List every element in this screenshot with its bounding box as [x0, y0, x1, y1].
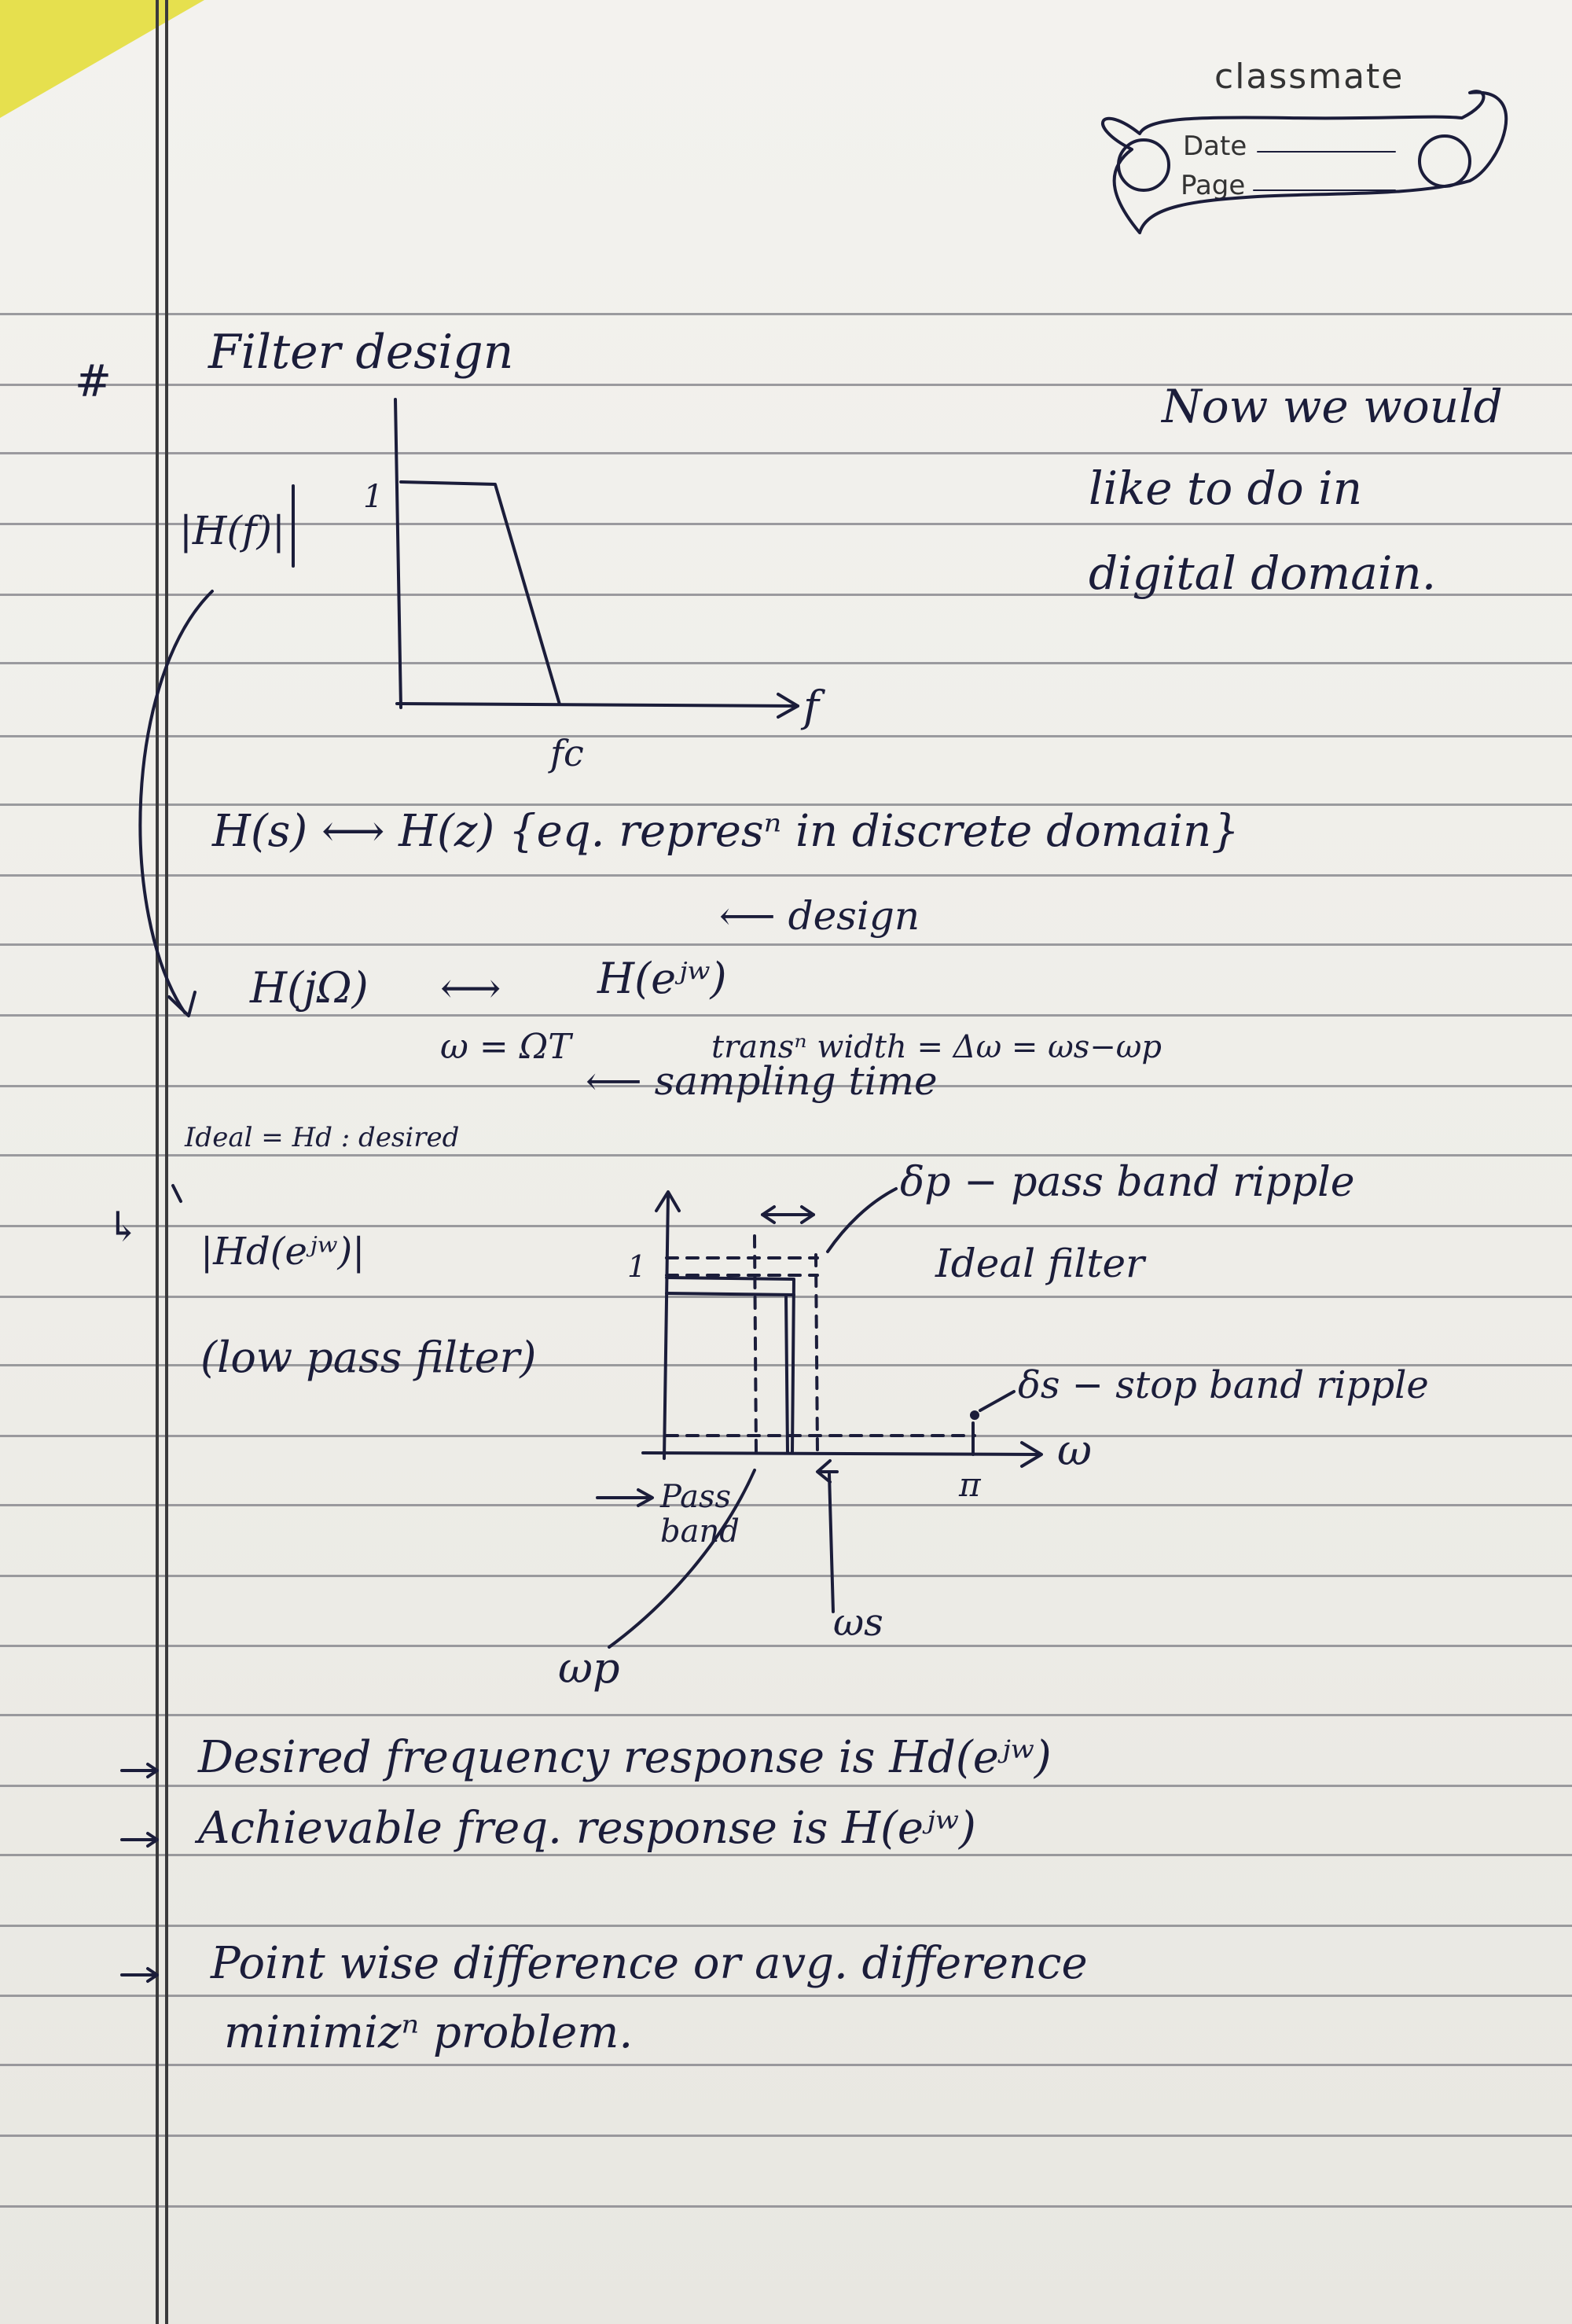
graph2-omega-axis: ω: [1057, 1425, 1093, 1475]
bullet-arrowhead-3: [146, 1967, 159, 1983]
trans-width-head-left: [761, 1205, 776, 1224]
right-note-line-1: Now we would: [1162, 380, 1503, 433]
ruled-line: [0, 874, 1572, 877]
hash-mark: #: [75, 356, 112, 407]
trans-width-head-right: [800, 1205, 815, 1224]
graph2-passband: [665, 1276, 795, 1454]
bullet-hook-arrow: ↳: [106, 1204, 141, 1251]
brand-banner: [1101, 90, 1508, 234]
pass-band-ripple-label: δp − pass band ripple: [900, 1159, 1355, 1206]
ws-arrowhead: [816, 1459, 832, 1484]
graph2-y-axis: [663, 1193, 670, 1460]
low-pass-label: (low pass filter): [200, 1333, 537, 1382]
ruled-line: [0, 1714, 1572, 1716]
right-note-line-2: like to do in: [1089, 461, 1363, 515]
ruled-line: [0, 1925, 1572, 1927]
ruled-line: [0, 803, 1572, 806]
graph2-x-arrowhead: [1020, 1441, 1043, 1468]
ideal-tick: [171, 1184, 182, 1203]
banner-circle-left: [1117, 138, 1170, 192]
highlighter-mark: [0, 0, 204, 118]
bullet-arrowhead-1: [146, 1763, 159, 1778]
ruled-line: [0, 1014, 1572, 1017]
ruled-line: [0, 1854, 1572, 1856]
wp-leader: [608, 1469, 756, 1649]
ruled-line: [0, 943, 1572, 946]
graph1-fc-label: fc: [550, 732, 584, 774]
graph2-y-arrowhead: [655, 1190, 681, 1212]
margin-line: [165, 0, 168, 2324]
graph2-y-tick: 1: [627, 1249, 647, 1284]
ruled-line: [0, 452, 1572, 454]
transition-width-note: transⁿ width = Δω = ωs−ωp: [711, 1029, 1162, 1065]
ruled-line: [0, 735, 1572, 737]
stop-ripple-leader: [979, 1390, 1016, 1412]
bullet-arrowhead-2: [146, 1832, 159, 1848]
ruled-line: [0, 594, 1572, 596]
omega-equation: ω = ΩT: [440, 1027, 571, 1067]
ruled-line: [0, 662, 1572, 664]
wp-label: ωp: [558, 1643, 620, 1693]
graph2-stop-edge: [814, 1253, 819, 1454]
graph1-ylabel: |H(f)|: [179, 508, 285, 553]
date-label: Date: [1183, 131, 1247, 162]
equation-freq-left: H(jΩ): [250, 963, 369, 1013]
ruled-line: [0, 1154, 1572, 1156]
bullet-achievable-response: Achievable freq. response is H(eʲʷ): [198, 1803, 976, 1854]
hd-label: |Hd(eʲʷ)|: [200, 1230, 365, 1274]
curved-arrowhead: [167, 991, 196, 1017]
graph2-transition-edge: [753, 1234, 758, 1454]
pass-band-arrowhead: [637, 1488, 654, 1507]
graph2-passband-inner: [784, 1294, 789, 1454]
pass-ripple-leader: [826, 1187, 898, 1253]
ruled-line: [0, 2064, 1572, 2066]
ruled-line: [0, 2205, 1572, 2208]
graph2-passband-top: [665, 1292, 795, 1296]
ruled-line: [0, 1785, 1572, 1787]
ideal-filter-label: Ideal filter: [935, 1241, 1144, 1286]
ruled-line: [0, 2135, 1572, 2137]
graph1-response: [399, 480, 561, 706]
graph2-stop-dot: [970, 1410, 979, 1420]
equation-freq-arrow: ⟷: [440, 963, 501, 1013]
margin-line: [156, 0, 159, 2324]
pass-band-label: Pass band: [660, 1479, 740, 1550]
graph1-x-axis: [395, 702, 799, 708]
ws-label: ωs: [833, 1601, 883, 1645]
equation-transform: H(s) ⟷ H(z) {eq. represⁿ in discrete dom…: [212, 806, 1240, 857]
ruled-line: [0, 313, 1572, 315]
graph1-y-axis: [394, 398, 402, 709]
ws-leader: [828, 1473, 835, 1613]
banner-circle-right: [1418, 134, 1471, 188]
graph1-y-tick: 1: [363, 479, 384, 515]
ruled-line: [0, 1645, 1572, 1647]
curved-arrow: [138, 590, 214, 1014]
ruled-line: [0, 1085, 1572, 1087]
sampling-time-note: ⟵ sampling time: [586, 1058, 938, 1104]
bullet-minimization: minimizⁿ problem.: [224, 2007, 634, 2058]
ruled-line: [0, 1995, 1572, 1997]
graph2-pi-label: π: [959, 1465, 981, 1504]
graph1-x-arrowhead: [777, 693, 799, 719]
ideal-desired-note: Ideal = Hd : desired: [185, 1122, 460, 1153]
graph1-x-label: f: [803, 682, 819, 731]
bullet-difference: Point wise difference or avg. difference: [211, 1938, 1088, 1989]
graph2-x-axis: [641, 1451, 1039, 1456]
ruled-line: [0, 523, 1572, 525]
bullet-desired-response: Desired frequency response is Hd(eʲʷ): [198, 1732, 1052, 1783]
right-note-line-3: digital domain.: [1089, 546, 1437, 600]
section-title: Filter design: [208, 325, 514, 380]
ruled-line: [0, 1575, 1572, 1577]
design-label: ⟵ design: [719, 893, 920, 939]
ruled-line: [0, 384, 1572, 386]
ruled-line: [0, 1504, 1572, 1506]
stop-band-ripple-label: δs − stop band ripple: [1018, 1363, 1429, 1407]
ruled-line: [0, 1225, 1572, 1227]
brand-logo: classmate: [1214, 57, 1405, 97]
page-label: Page: [1181, 170, 1246, 201]
equation-freq-right: H(eʲʷ): [597, 954, 727, 1003]
